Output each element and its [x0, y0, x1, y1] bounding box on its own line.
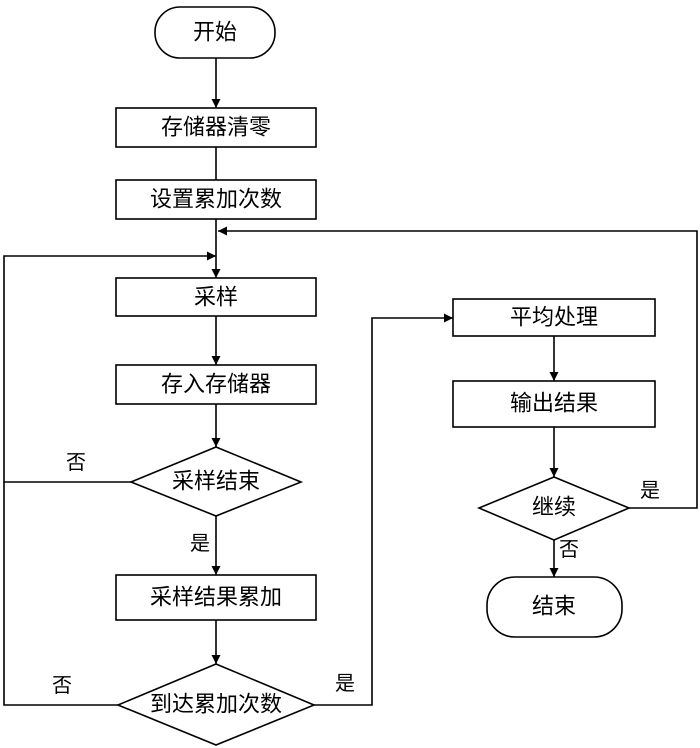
reach-count-yes-label: 是: [335, 671, 355, 695]
sample-end-yes-label: 是: [190, 531, 210, 555]
continue-decision: 继续: [476, 476, 632, 541]
output-label: 输出结果: [510, 392, 598, 417]
sample-node: 采样: [115, 277, 317, 317]
sample-end-decision: 采样结束: [128, 446, 304, 517]
edge-continue-yes-loop: [218, 226, 698, 509]
continue-label: 继续: [532, 496, 576, 521]
accumulate-node: 采样结果累加: [115, 574, 317, 621]
clear-memory-node: 存储器清零: [115, 107, 317, 148]
continue-no-label: 否: [559, 537, 579, 561]
set-count-label: 设置累加次数: [150, 188, 282, 213]
store-node: 存入存储器: [115, 364, 317, 405]
connectors: [3, 58, 698, 706]
reach-count-no-label: 否: [52, 673, 72, 697]
store-label: 存入存储器: [161, 373, 271, 398]
accumulate-label: 采样结果累加: [150, 586, 282, 611]
clear-memory-label: 存储器清零: [161, 116, 271, 141]
edge-reach-count-no-loop: [3, 482, 118, 706]
set-count-node: 设置累加次数: [115, 179, 317, 220]
edge-reach-count-yes: [314, 313, 453, 706]
continue-yes-label: 是: [640, 478, 660, 502]
sample-end-label: 采样结束: [172, 470, 260, 495]
sample-label: 采样: [194, 286, 238, 311]
start-label: 开始: [193, 21, 237, 46]
reach-count-label: 到达累加次数: [150, 693, 282, 718]
average-node: 平均处理: [452, 298, 656, 337]
end-node: 结束: [486, 576, 623, 638]
reach-count-decision: 到达累加次数: [115, 663, 317, 746]
sample-end-no-label: 否: [66, 450, 86, 474]
start-node: 开始: [154, 6, 276, 59]
end-label: 结束: [532, 595, 576, 620]
average-label: 平均处理: [510, 306, 598, 331]
output-node: 输出结果: [452, 380, 656, 428]
edge-sample-end-no-loop: [3, 251, 216, 483]
